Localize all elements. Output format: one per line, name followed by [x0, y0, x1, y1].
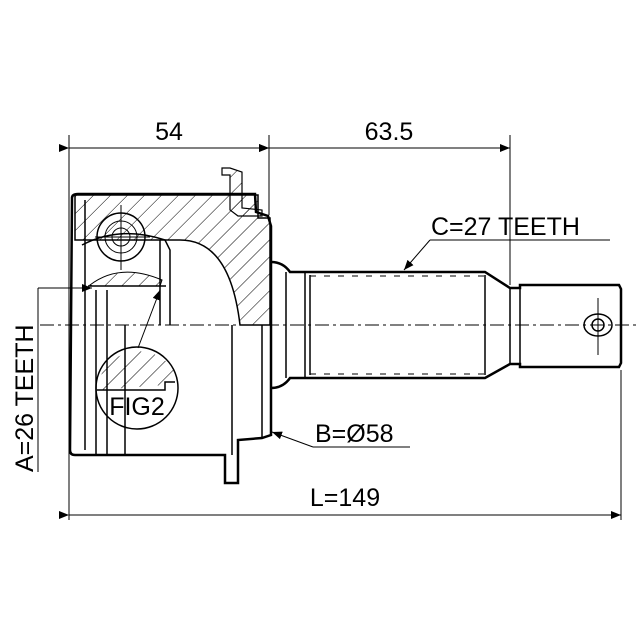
dimension-overall: L=149 — [59, 484, 621, 519]
dimension-63-5: 63.5 — [259, 118, 510, 152]
fig2-label: FIG2 — [109, 393, 165, 421]
abs-diameter-callout: B=Ø58 — [271, 420, 410, 448]
dim-63-5-label: 63.5 — [365, 118, 414, 146]
outer-housing — [68, 167, 273, 485]
inner-spline-label: A=26 TEETH — [11, 324, 39, 472]
abs-diameter-label: B=Ø58 — [315, 420, 394, 448]
dimension-54: 54 — [59, 118, 269, 152]
inner-spline-callout: A=26 TEETH — [11, 284, 92, 472]
dim-54-label: 54 — [155, 118, 183, 146]
fig2-detail: FIG2 — [95, 289, 179, 430]
dim-overall-label: L=149 — [310, 484, 380, 512]
outer-spline-callout: C=27 TEETH — [403, 213, 610, 271]
outer-spline-label: C=27 TEETH — [431, 213, 580, 241]
shaft — [270, 260, 623, 390]
ball — [95, 205, 150, 270]
